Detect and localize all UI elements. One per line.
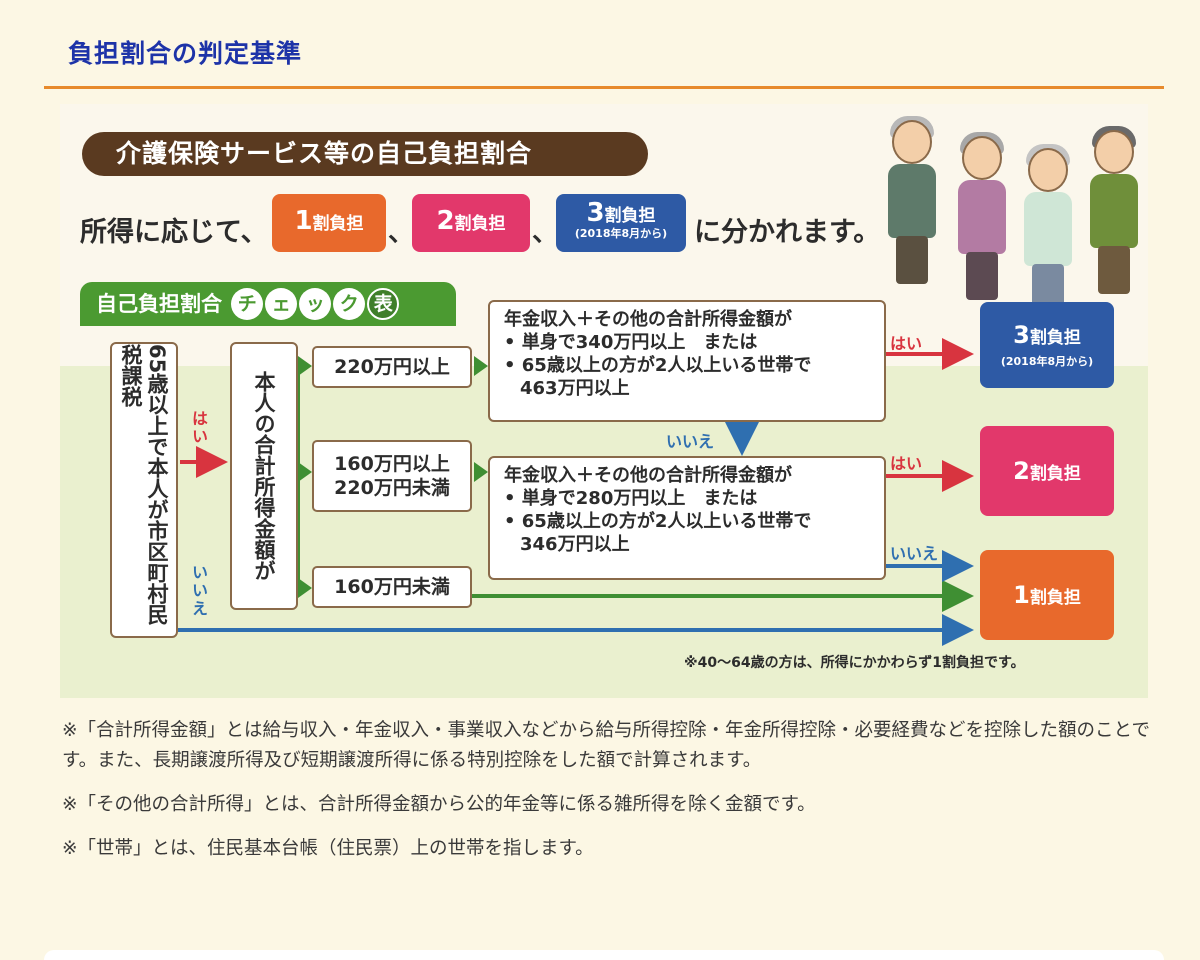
note-household: ※「世帯」とは、住民基本台帳（住民票）上の世帯を指します。 [62,838,594,859]
result-label: 割負担 [1029,328,1081,348]
condition-line: • 単身で340万円以上 または [504,332,758,353]
income-text: 220万円以上 [334,356,450,378]
income-text: 160万円未満 [334,576,450,598]
check-circle: ッ [299,288,332,320]
pill-3-wari: 3割負担 (2018年8月から) [556,194,686,252]
no-label: いいえ [666,432,715,451]
pill-number: 1 [294,206,313,236]
condition-line: 346万円以上 [520,534,630,555]
yes-label: はい [890,454,923,473]
condition-box-2wari: 年金収入＋その他の合計所得金額が • 単身で280万円以上 または • 65歳以… [488,456,886,580]
sentence-suffix: に分かれます。 [694,217,881,248]
pill-2-wari: 2割負担 [412,194,530,252]
pill-subtext: (2018年8月から) [574,227,668,240]
pill-number: 3 [586,198,605,228]
pill-label: 割負担 [454,214,506,234]
result-3wari: 3割負担 (2018年8月から) [980,302,1114,388]
result-2wari: 2割負担 [980,426,1114,516]
pill-number: 2 [436,206,455,236]
condition-line: • 65歳以上の方が2人以上いる世帯で [504,355,812,376]
check-circle: ェ [265,288,298,320]
result-number: 3 [1013,321,1030,349]
condition-line: • 65歳以上の方が2人以上いる世帯で [504,511,812,532]
elderly-man-illustration [882,110,942,290]
figure-banner: 介護保険サービス等の自己負担割合 [82,132,648,176]
figure-footnote: ※40～64歳の方は、所得にかかわらず1割負担です。 [684,655,1025,671]
yes-label: はい [890,334,923,353]
condition-line: 463万円以上 [520,378,630,399]
pill-label: 割負担 [604,206,656,226]
title-divider [44,86,1164,89]
result-1wari: 1割負担 [980,550,1114,640]
elderly-woman-illustration [952,126,1012,306]
result-number: 2 [1013,457,1030,485]
burden-ratio-figure: 介護保険サービス等の自己負担割合 所得に応じて、 1割負担 、 2割負担 、 3… [60,104,1148,698]
check-table-tab: 自己負担割合 チェック表 [80,282,456,326]
flow-arrows [178,338,974,646]
check-circle: チ [231,288,264,320]
check-circle: 表 [367,288,400,320]
income-160-220: 160万円以上 220万円未満 [312,440,472,512]
notes-section: ※「合計所得金額」とは給与収入・年金収入・事業収入などから給与所得控除・年金所得… [62,716,1152,878]
condition-line: • 単身で280万円以上 または [504,488,758,509]
result-subtext: (2018年8月から) [1000,355,1094,368]
condition-head: 年金収入＋その他の合計所得金額が [504,309,792,330]
no-label: いいえ [890,544,939,563]
comma: 、 [532,218,559,248]
no-label: いいえ [189,564,208,618]
elderly-man-glasses-illustration [1084,120,1144,300]
result-label: 割負担 [1029,588,1081,608]
result-number: 1 [1013,581,1030,609]
check-circle: ク [333,288,366,320]
condition-box-3wari: 年金収入＋その他の合計所得金額が • 単身で340万円以上 または • 65歳以… [488,300,886,422]
elderly-woman-cane-illustration [1018,138,1078,318]
page-title: 負担割合の判定基準 [68,39,303,68]
note-total-income: ※「合計所得金額」とは給与収入・年金収入・事業収入などから給与所得控除・年金所得… [62,720,1150,771]
pill-label: 割負担 [312,214,364,234]
income-text: 160万円以上 [334,453,450,475]
income-220-over: 220万円以上 [312,346,472,388]
sentence-prefix: 所得に応じて、 [80,217,268,248]
income-text: 220万円未満 [334,477,450,499]
comma: 、 [388,218,415,248]
yes-label: はい [189,410,208,446]
income-160-under: 160万円未満 [312,566,472,608]
condition-head: 年金収入＋その他の合計所得金額が [504,465,792,486]
age-tax-condition-box: 65歳以上で本人が市区町村民税課税 [110,342,178,638]
income-condition-box: 本人の合計所得金額が [230,342,298,610]
next-section-card [44,950,1164,960]
check-table-label: 自己負担割合 [96,292,222,316]
note-other-income: ※「その他の合計所得」とは、合計所得金額から公的年金等に係る雑所得を除く金額です… [62,794,816,815]
pill-1-wari: 1割負担 [272,194,386,252]
result-label: 割負担 [1029,464,1081,484]
